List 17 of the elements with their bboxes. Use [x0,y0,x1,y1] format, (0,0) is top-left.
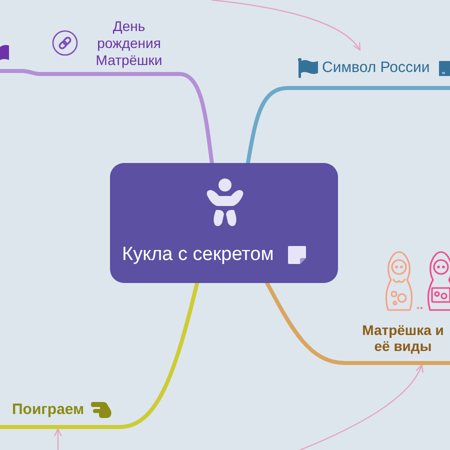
arrow [211,0,361,51]
topic-label: Символ России [322,59,430,77]
branch-line [0,69,50,76]
arrow [54,428,62,450]
branch-line [430,86,450,90]
central-topic-box [110,163,338,283]
arrow [299,364,423,450]
branch-topic [356,248,450,365]
branch-line [0,425,10,429]
branch-line [246,86,296,165]
central-topic-label: Кукла с секретом [122,243,274,267]
topic-label: Матрёшка и её виды [361,322,445,354]
topic-label: Поиграем [12,400,84,418]
branch-line [110,281,200,429]
branch-line [265,281,358,365]
topic-label: День рождения Матрёшки [94,18,164,68]
branch-line [170,72,214,165]
